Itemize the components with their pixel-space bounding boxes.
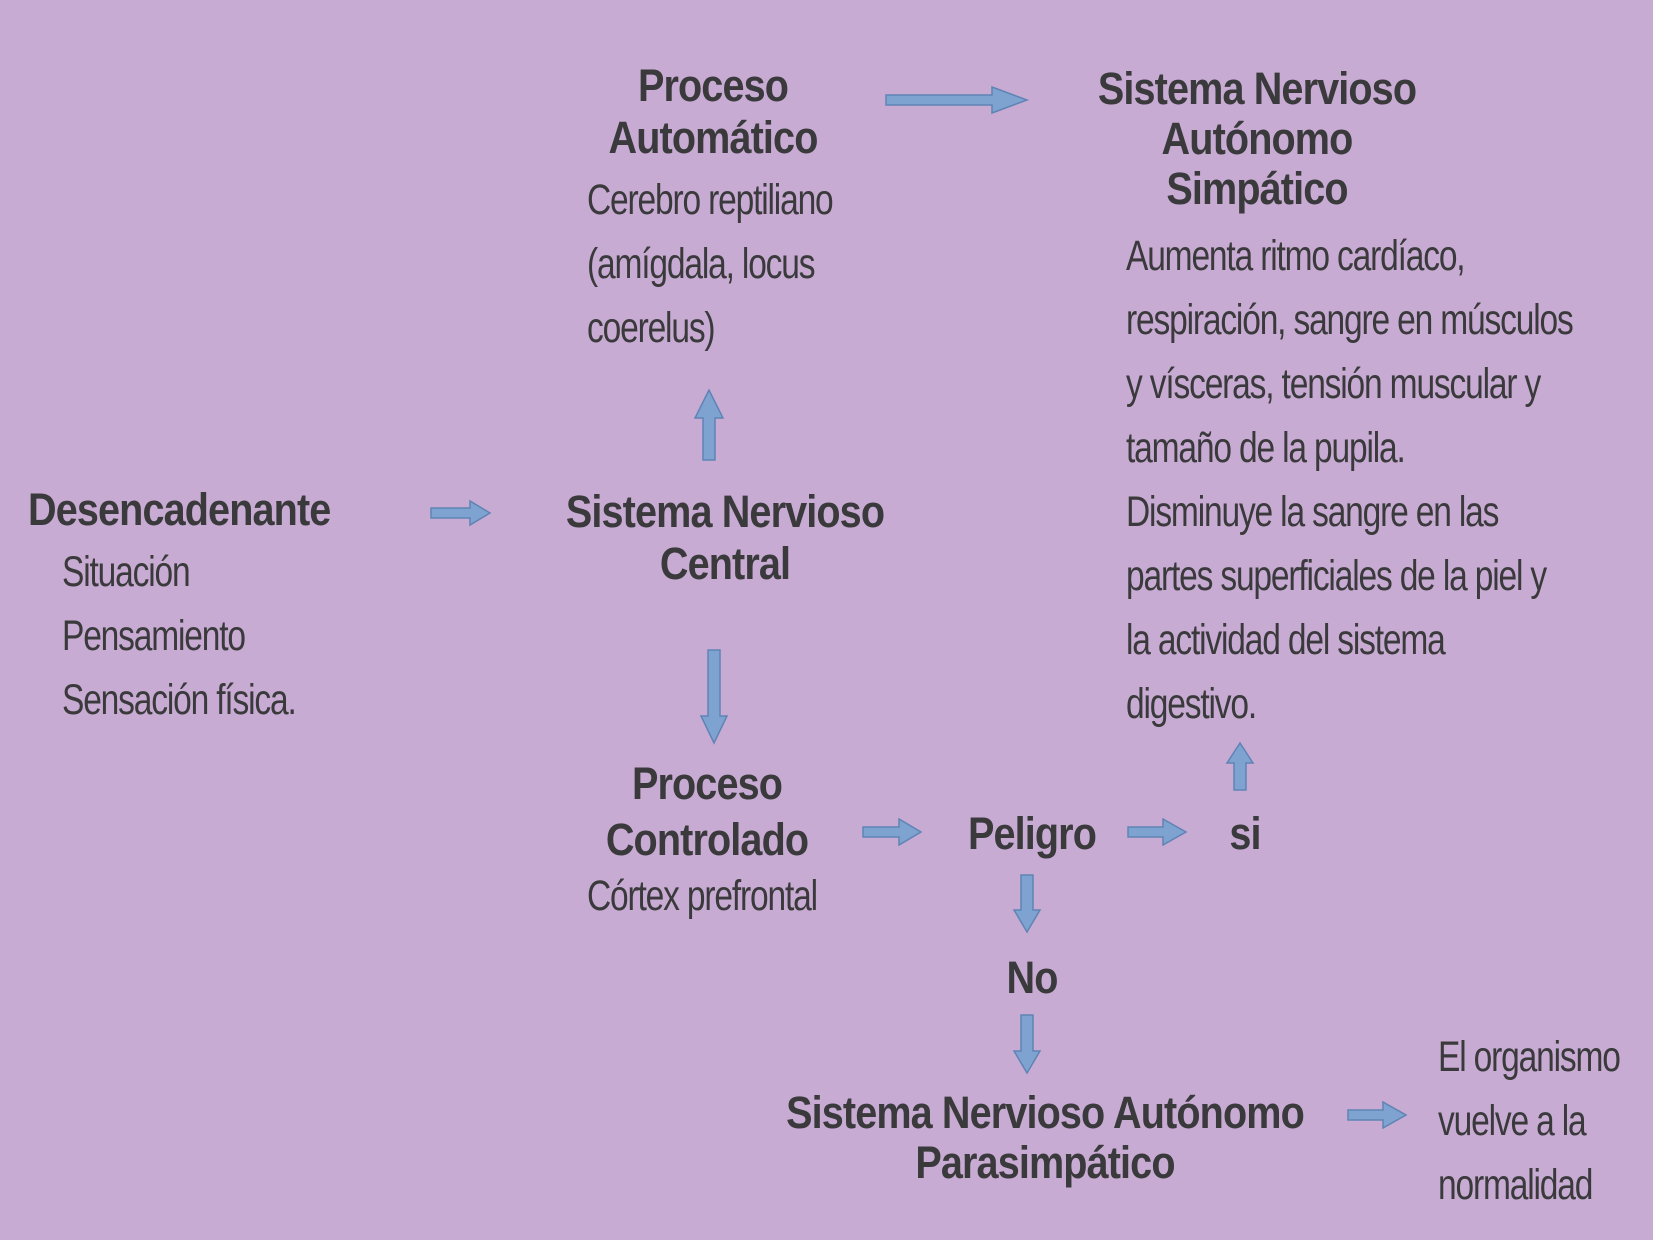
- arrow-danger-to-no: [1012, 874, 1042, 934]
- sympathetic-description: Aumenta ritmo cardíaco, respiración, san…: [1126, 224, 1574, 736]
- controlled-process-node: Proceso Controlado: [575, 756, 839, 868]
- parasympathetic-node: Sistema Nervioso Autónomo Parasimpático: [781, 1088, 1309, 1188]
- controlled-title-line: Controlado: [605, 814, 809, 865]
- trigger-node: Desencadenante: [28, 484, 372, 536]
- cns-title-line: Sistema Nervioso: [565, 486, 885, 537]
- sympathetic-node: Sistema Nervioso Autónomo Simpático: [1081, 64, 1433, 214]
- automatic-title-line: Proceso: [637, 60, 789, 111]
- parasympathetic-title-line: Parasimpático: [915, 1137, 1175, 1188]
- controlled-desc-line: Córtex prefrontal: [587, 872, 818, 920]
- sympathetic-desc-line: partes superficiales de la piel y: [1126, 552, 1547, 600]
- normal-desc-line: normalidad: [1438, 1161, 1593, 1209]
- trigger-item: Situación: [62, 548, 191, 596]
- trigger-title: Desencadenante: [28, 484, 331, 535]
- sympathetic-desc-line: Disminuye la sangre en las: [1126, 488, 1499, 536]
- normal-desc-line: El organismo: [1438, 1033, 1621, 1081]
- trigger-items: Situación Pensamiento Sensación física.: [62, 540, 297, 732]
- sympathetic-title-line: Autónomo: [1161, 113, 1354, 164]
- normal-desc-line: vuelve a la: [1438, 1097, 1587, 1145]
- danger-node: Peligro: [967, 808, 1097, 859]
- sympathetic-desc-line: digestivo.: [1126, 680, 1257, 728]
- arrow-cns-to-controlled: [699, 649, 729, 745]
- arrow-controlled-to-danger: [862, 817, 923, 847]
- sympathetic-title-line: Sistema Nervioso: [1097, 63, 1417, 114]
- automatic-process-node: Proceso Automático: [581, 60, 845, 164]
- arrow-yes-to-sympathetic: [1225, 741, 1255, 791]
- sympathetic-desc-line: la actividad del sistema: [1126, 616, 1446, 664]
- arrow-danger-to-yes: [1127, 817, 1188, 847]
- sympathetic-desc-line: y vísceras, tensión muscular y: [1126, 360, 1541, 408]
- automatic-desc-line: coerelus): [587, 304, 716, 352]
- arrow-trigger-to-cns: [430, 499, 492, 527]
- trigger-item: Sensación física.: [62, 676, 297, 724]
- controlled-description: Córtex prefrontal: [587, 864, 818, 928]
- arrow-parasympathetic-to-normal: [1347, 1100, 1408, 1130]
- sympathetic-desc-line: respiración, sangre en músculos: [1126, 296, 1574, 344]
- arrow-no-to-parasympathetic: [1012, 1014, 1042, 1075]
- yes-node: si: [1229, 808, 1261, 859]
- sympathetic-title-line: Simpático: [1166, 163, 1348, 214]
- sympathetic-desc-line: Aumenta ritmo cardíaco,: [1126, 232, 1466, 280]
- trigger-item: Pensamiento: [62, 612, 246, 660]
- automatic-description: Cerebro reptiliano (amígdala, locus coer…: [587, 168, 834, 360]
- cns-title-line: Central: [659, 538, 791, 589]
- controlled-title-line: Proceso: [631, 758, 783, 809]
- automatic-desc-line: (amígdala, locus: [587, 240, 816, 288]
- cns-node: Sistema Nervioso Central: [549, 486, 901, 590]
- arrow-cns-to-automatic: [693, 388, 725, 461]
- no-node: No: [1006, 952, 1058, 1003]
- automatic-title-line: Automático: [608, 112, 819, 163]
- normal-outcome: El organismo vuelve a la normalidad: [1438, 1025, 1621, 1217]
- parasympathetic-title-line: Sistema Nervioso Autónomo: [786, 1087, 1305, 1138]
- automatic-desc-line: Cerebro reptiliano: [587, 176, 834, 224]
- arrow-automatic-to-sympathetic: [885, 85, 1030, 115]
- sympathetic-desc-line: tamaño de la pupila.: [1126, 424, 1406, 472]
